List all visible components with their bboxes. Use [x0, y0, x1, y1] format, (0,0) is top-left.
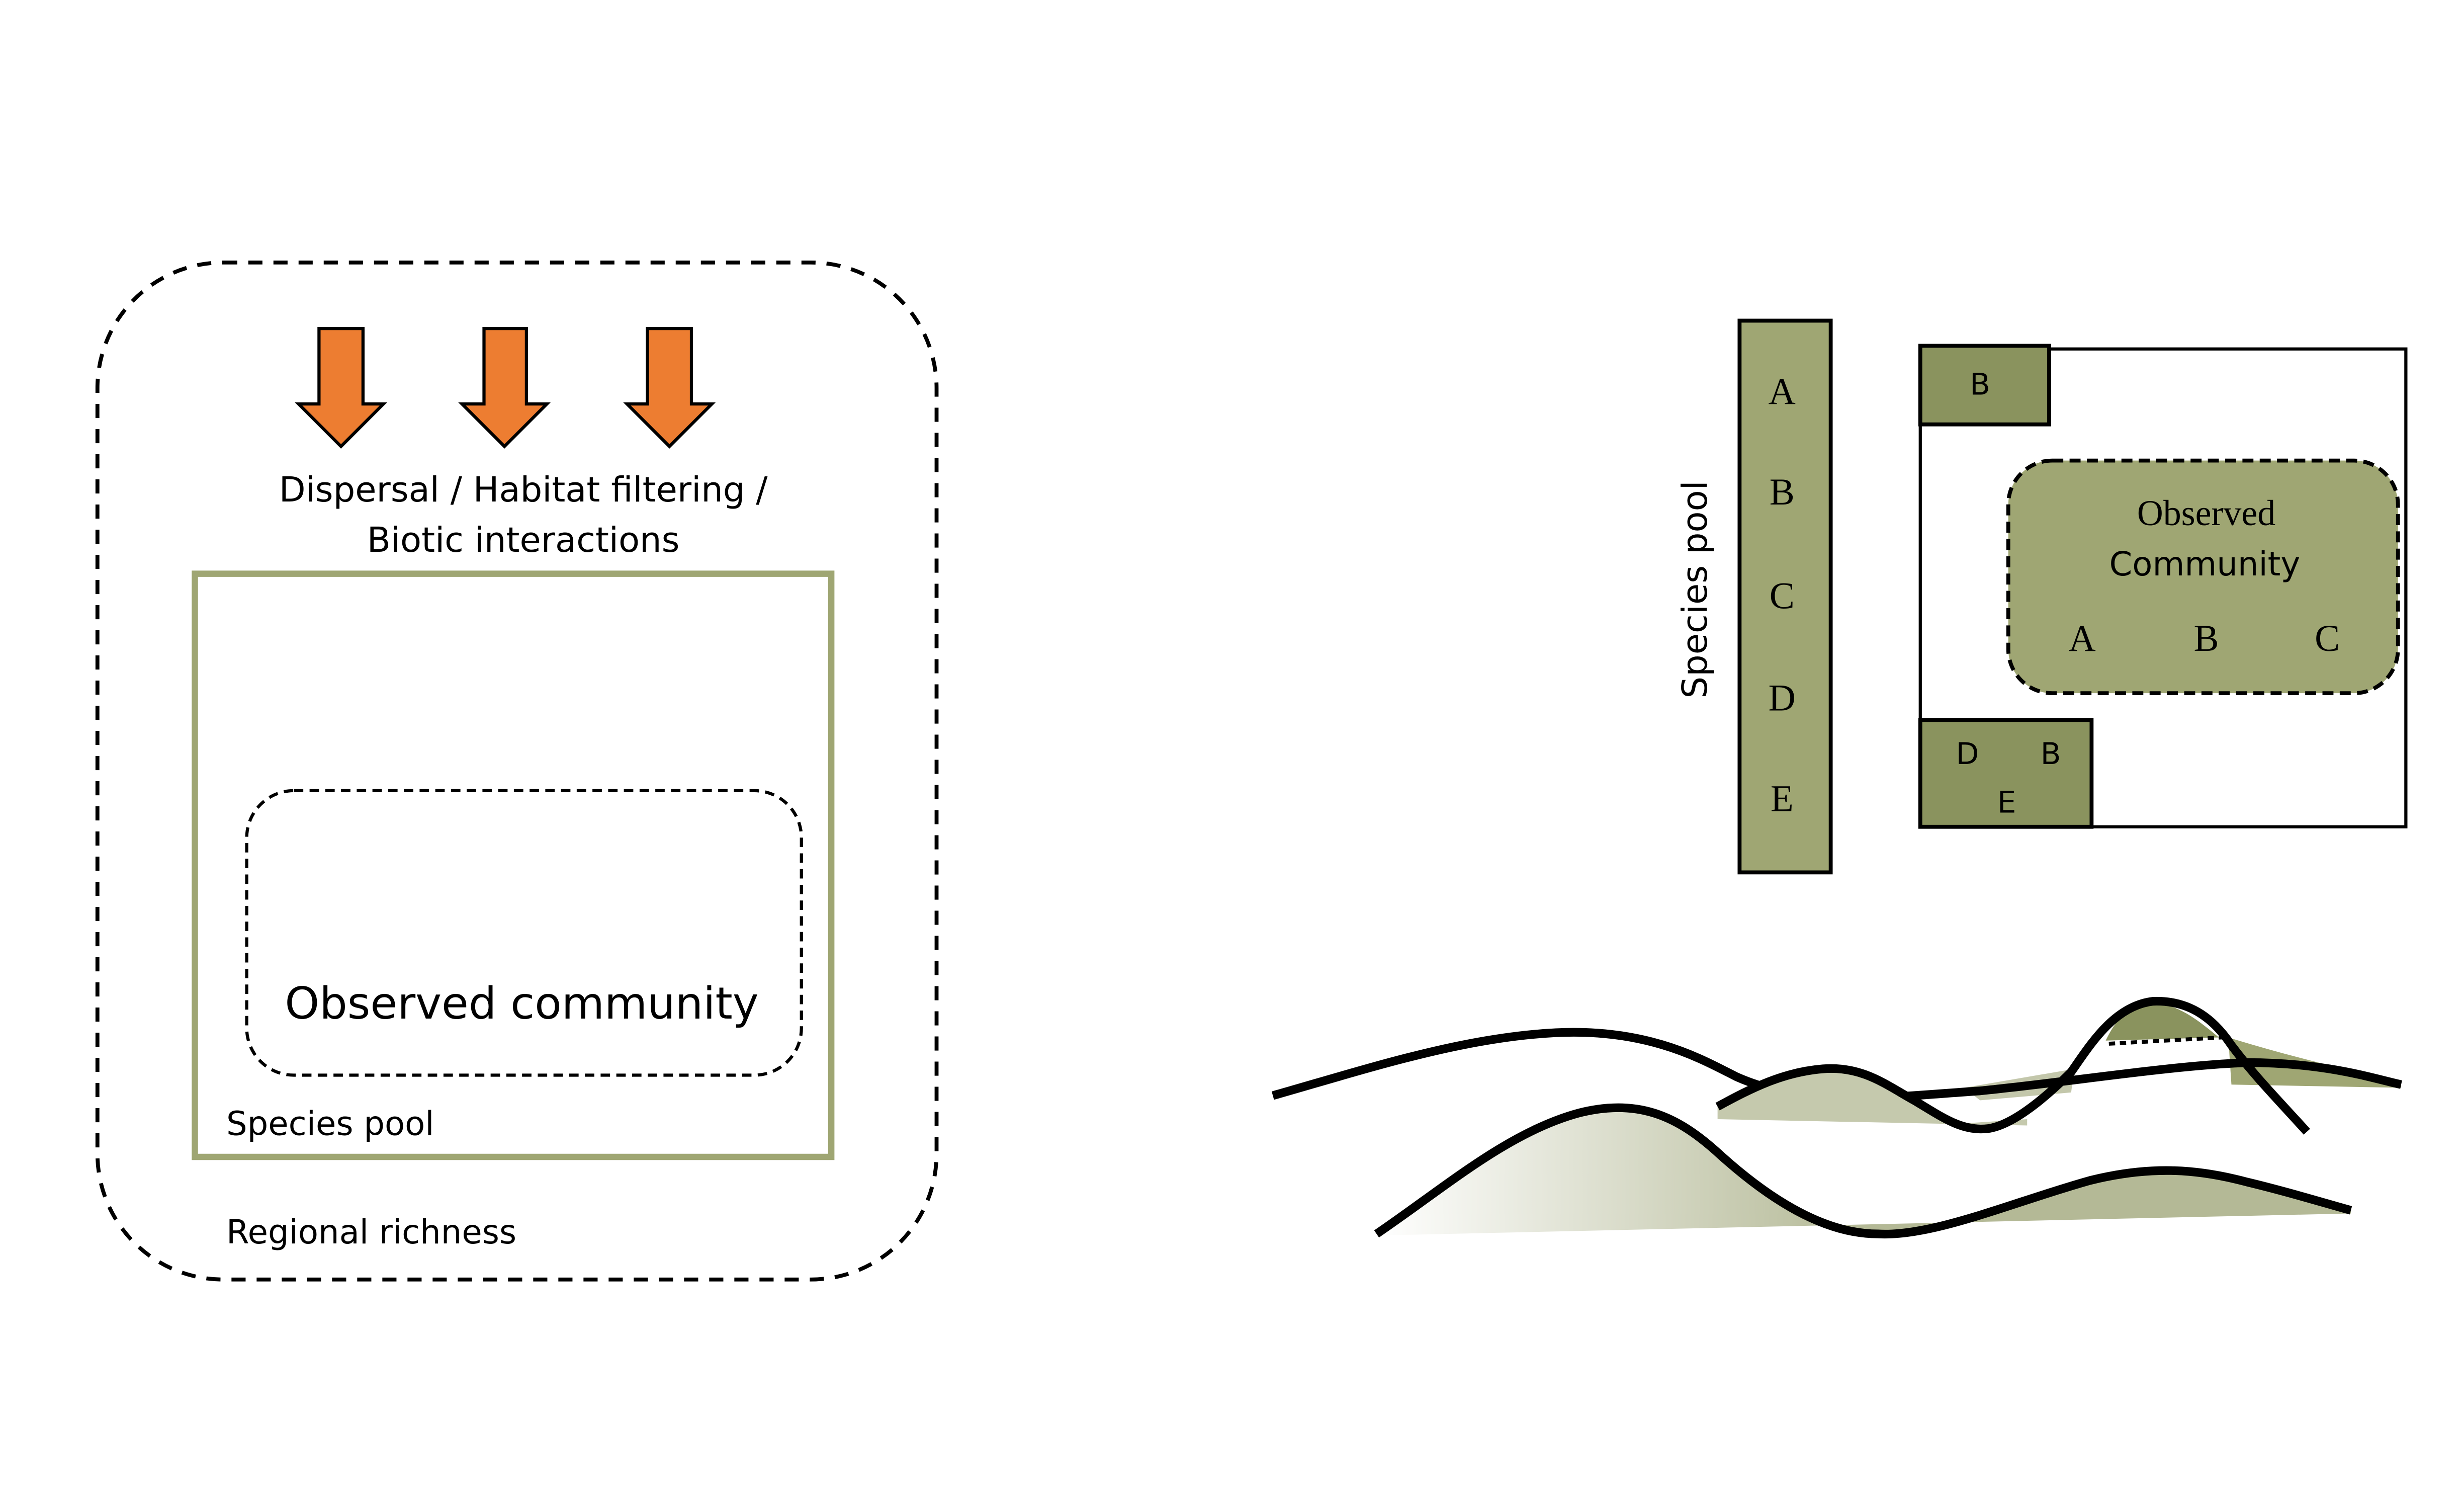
species-pool-box	[192, 570, 835, 1160]
peak-fill	[2105, 1002, 2219, 1041]
down-arrow-icon	[295, 327, 388, 449]
ridge-line	[1715, 997, 2310, 1135]
top-patch	[1918, 344, 2051, 427]
observed-letter: C	[2315, 618, 2340, 659]
top-patch-letter: B	[1970, 367, 1990, 402]
down-arrow-icon	[458, 327, 551, 449]
species-pool-column	[1737, 318, 1833, 875]
bottom-patch-letter: B	[2041, 737, 2061, 772]
species-pool-label: Species pool	[226, 1105, 434, 1143]
bottom-patch-letters: D B E	[1956, 737, 2061, 820]
species-pool-vertical-label: Species pool	[1675, 480, 1715, 698]
species-letter: A	[1769, 371, 1796, 412]
observed-community-patch	[2006, 458, 2400, 696]
regional-richness-label: Regional richness	[226, 1213, 516, 1251]
species-letter: C	[1770, 575, 1795, 617]
ridge-line	[1374, 1103, 2352, 1239]
species-pool-letters: A B C D E	[1769, 371, 1796, 819]
left-panel: Dispersal / Habitat filtering / Biotic i…	[95, 260, 939, 1282]
species-letter: B	[1770, 471, 1795, 513]
species-letter: D	[1769, 678, 1796, 719]
observed-community-title-line2: Community	[2109, 545, 2301, 583]
bottom-patch-letter: D	[1956, 737, 1979, 772]
bottom-patch-letter: E	[1997, 786, 2016, 820]
front-hill-fill	[1376, 1110, 2351, 1236]
landscape-hills	[1271, 997, 2402, 1239]
hill-fill	[1717, 1069, 2028, 1126]
right-panel: Species pool A B C D E B D B E Observed …	[1675, 318, 2408, 875]
observed-community-title-line1: Observed	[2137, 493, 2275, 533]
observed-community-letters: A B C	[2069, 618, 2340, 659]
regional-richness-boundary	[95, 260, 939, 1282]
peak-dashed-line	[2108, 1035, 2222, 1046]
bottom-patch	[1918, 718, 2094, 829]
observed-letter: B	[2193, 618, 2219, 659]
observed-community-label: Observed community	[285, 978, 758, 1029]
observed-community-boundary	[245, 789, 803, 1077]
processes-label-line1: Dispersal / Habitat filtering /	[279, 470, 768, 510]
species-letter: E	[1771, 778, 1794, 819]
observed-letter: A	[2069, 618, 2096, 659]
down-arrow-icon	[623, 327, 716, 449]
process-arrows	[295, 327, 716, 449]
processes-label-line2: Biotic interactions	[367, 520, 680, 560]
